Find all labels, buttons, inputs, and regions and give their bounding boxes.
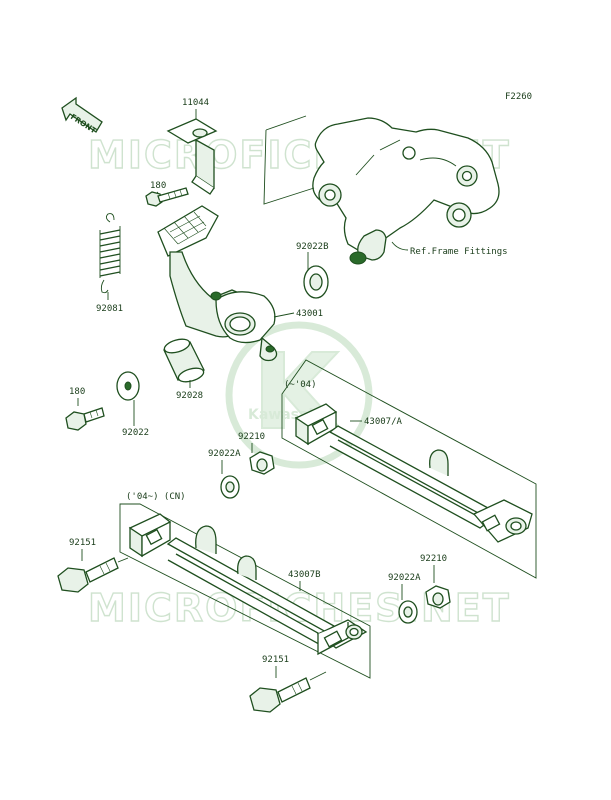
bushing-92028 <box>163 338 205 383</box>
part-11044-bracket <box>166 118 218 195</box>
label-92151-a: 92151 <box>69 538 96 548</box>
spring-92081 <box>99 213 121 294</box>
washer-92022A-a <box>220 475 240 499</box>
box-43007A <box>281 359 537 579</box>
label-92210-a: 92210 <box>238 432 265 442</box>
label-92022A-a: 92022A <box>208 449 241 459</box>
bolt-180-mid <box>65 407 105 431</box>
label-92022B: 92022B <box>296 242 329 252</box>
label-92022: 92022 <box>122 428 149 438</box>
label-92081: 92081 <box>96 304 123 314</box>
figure-code: F2260 <box>505 92 532 102</box>
box-43007B <box>119 503 371 679</box>
ref-frame-fittings-label: Ref.Frame Fittings <box>410 247 508 257</box>
rod-43007B <box>128 513 368 656</box>
label-180-mid: 180 <box>69 387 85 397</box>
label-92151-b: 92151 <box>262 655 289 665</box>
note-upto04: (~'04) <box>284 380 317 390</box>
front-arrow-icon: FRONT <box>61 96 103 136</box>
label-92028: 92028 <box>176 391 203 401</box>
label-43007B: 43007B <box>288 570 321 580</box>
bolt-92151-b <box>249 677 311 713</box>
label-43007A: 43007/A <box>364 417 403 427</box>
label-92210-b: 92210 <box>420 554 447 564</box>
nut-92210-b <box>425 585 451 609</box>
label-11044: 11044 <box>182 98 209 108</box>
kawasaki-logo: Kawasaki <box>225 321 373 469</box>
washer-92022B <box>303 265 329 299</box>
frame-fitting-bracket <box>312 117 500 265</box>
brake-pedal-43001 <box>157 205 278 362</box>
nut-92210-a <box>249 451 275 475</box>
label-43001: 43001 <box>296 309 323 319</box>
label-180-top: 180 <box>150 181 166 191</box>
bolt-92151-a <box>57 557 119 593</box>
label-92022A-b: 92022A <box>388 573 421 583</box>
washer-92022 <box>116 371 140 401</box>
bolt-180-top <box>145 187 189 207</box>
rod-43007A <box>294 403 533 543</box>
washer-92022A-b <box>398 600 418 624</box>
note-from04: ('04~) (CN) <box>126 492 186 502</box>
